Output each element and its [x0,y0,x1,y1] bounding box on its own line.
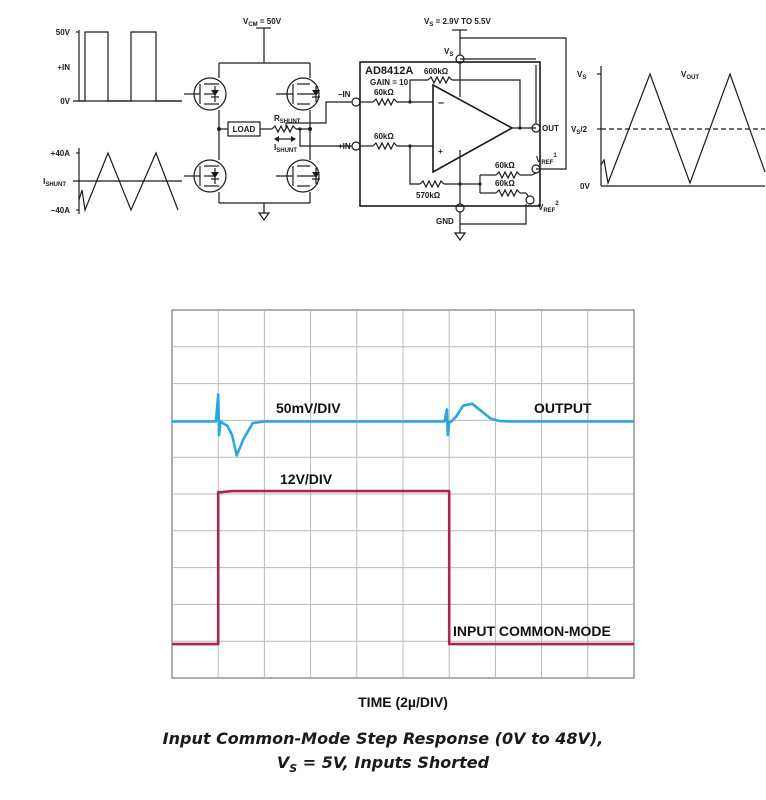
figure-caption: Input Common-Mode Step Response (0V to 4… [0,727,766,781]
pin-vref2 [525,195,535,205]
opamp-minus-sign: – [438,97,444,109]
resistor-60k-ref1 [495,170,521,180]
triangle-current-trace [78,151,179,213]
load-label: LOAD [233,125,256,134]
input-scale-label: 12V/DIV [280,471,333,487]
amplifier-gain: GAIN = 10 [370,78,409,87]
h-bridge-circuit: VCM = 50V [184,17,352,222]
amplifier-circuit: AD8412A GAIN = 10 VS = 2.9V TO 5.5V VS –… [338,17,567,242]
resistor-60k-ref2 [495,188,521,198]
tick-50v: 50V [56,28,71,37]
ground-symbol-amp [453,232,467,242]
mosfet-bottom-right [276,159,320,193]
arrow-left-icon [274,136,279,142]
body-diode-icon [211,90,219,96]
resistor-570k [419,179,445,189]
label-out: OUT [542,124,559,133]
caption-line-1: Input Common-Mode Step Response (0V to 4… [162,729,604,748]
opamp-plus-sign: + [438,147,443,156]
label-rshunt: RSHUNT [274,114,301,125]
amplifier-package-box [359,61,541,207]
label-ishunt: ISHUNT [274,143,297,154]
label-vs-pin: VS [444,47,453,58]
label-r-60k-top: 60kΩ [374,88,394,97]
mosfet-top-right [276,77,320,111]
amplifier-name: AD8412A [365,65,413,77]
label-vref1: VREF1 [536,153,557,166]
label-vs-half: VS/2 [571,125,588,136]
tick-plus-40a: +40A [51,149,71,158]
label-r-570k: 570kΩ [416,191,441,200]
body-diode-icon [312,90,320,96]
label-r-60k-ref2: 60kΩ [495,179,515,188]
input-common-mode-trace [172,489,634,646]
pin-minus-in [351,97,361,107]
shunt-resistor-icon [271,124,297,134]
shunt-current-graph: +40A ISHUNT –40A [43,148,182,215]
arrow-right-icon [291,136,296,142]
input-square-wave-graph: 50V +IN 0V [56,28,182,106]
label-r-600k: 600kΩ [424,67,449,76]
resistor-60k-mid [372,141,398,151]
label-r-60k-mid: 60kΩ [374,132,394,141]
output-voltage-graph: VS VS/2 0V VOUT [571,66,766,191]
ground-symbol-bridge [257,212,271,222]
label-vcm: VCM = 50V [243,17,282,28]
label-vref2: VREF2 [538,201,559,214]
label-plus-in: +IN [338,142,351,151]
output-triangle-trace [600,72,766,186]
label-vs-axis: VS [577,70,586,81]
output-trace [172,393,634,457]
pin-plus-in [351,141,361,151]
label-ishunt-wave: ISHUNT [43,177,66,188]
output-series-label: OUTPUT [534,400,592,416]
label-plus-in-wave: +IN [57,63,70,72]
body-diode-icon [211,172,219,178]
op-amp-triangle [432,83,514,174]
mosfet-top-left [184,77,227,111]
label-gnd: GND [436,217,454,226]
resistor-600k [427,75,453,85]
label-0v-axis: 0V [580,182,590,191]
label-vs-supply: VS = 2.9V TO 5.5V [424,17,491,28]
label-vout: VOUT [681,70,699,81]
label-minus-in: –IN [338,90,351,99]
body-diode-icon [312,172,320,178]
time-axis-label: TIME (2µ/DIV) [358,694,448,710]
output-scale-label: 50mV/DIV [276,400,341,416]
input-series-label: INPUT COMMON-MODE [453,623,611,639]
label-r-60k-ref1: 60kΩ [495,161,515,170]
scope-traces [172,393,634,646]
resistor-60k-top [372,97,398,107]
oscilloscope-plot: 50mV/DIV OUTPUT 12V/DIV INPUT COMMON-MOD… [171,309,635,710]
tick-0v: 0V [60,97,70,106]
mosfet-bottom-left [184,159,227,193]
tick-minus-40a: –40A [51,206,70,215]
caption-line-2: VS = 5V, Inputs Shorted [276,753,490,776]
square-wave-trace [79,31,182,102]
